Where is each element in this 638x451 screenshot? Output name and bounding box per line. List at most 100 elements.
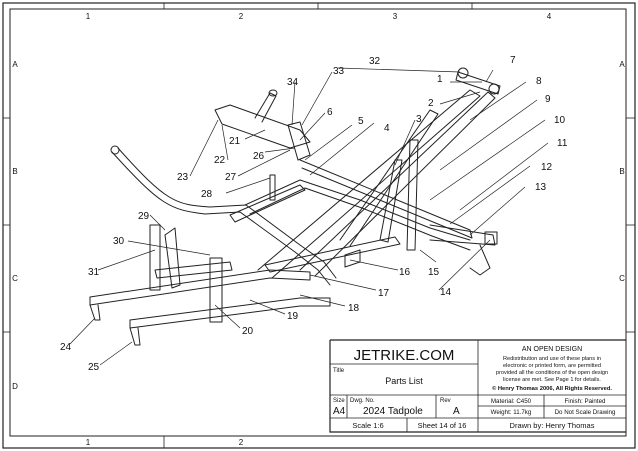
callout-16: 16 — [399, 267, 411, 278]
callout-28: 28 — [201, 189, 213, 200]
callout-30: 30 — [113, 236, 125, 247]
dwg-no-label: Dwg. No. — [350, 398, 375, 404]
license-line-4: license are met. See Page 1 for details. — [503, 377, 601, 383]
trike-frame — [89, 67, 501, 346]
upright-left — [149, 224, 161, 291]
lower-rail-left — [89, 269, 311, 306]
callout-12: 12 — [541, 162, 553, 173]
callout-17: 17 — [378, 288, 390, 299]
handlebar-end — [268, 89, 278, 97]
zone-label-left-A: A — [12, 60, 18, 69]
weight-value: Weight: 11.7kg — [491, 409, 532, 416]
callout-10: 10 — [554, 115, 566, 126]
rev-label: Rev — [440, 398, 451, 404]
lower-rail-right — [129, 297, 331, 329]
lower-clamp — [344, 249, 361, 268]
callout-20: 20 — [242, 326, 254, 337]
callout-13: 13 — [535, 182, 547, 193]
zone-label-right-B: B — [619, 167, 624, 176]
front-tube-end — [110, 145, 120, 155]
callout-5: 5 — [358, 116, 364, 127]
zone-label-left-C: C — [12, 274, 18, 283]
seat-stay-2 — [299, 91, 496, 277]
license-line-1: Redistribution and use of these plans in — [503, 356, 601, 362]
size-label: Size — [333, 398, 345, 404]
sheet-value: Sheet 14 of 16 — [418, 421, 467, 430]
leader-lines — [69, 67, 549, 366]
zone-dividers — [3, 3, 635, 448]
callout-34: 34 — [287, 77, 299, 88]
callout-15: 15 — [428, 267, 440, 278]
upright-right — [209, 257, 223, 323]
callout-27: 27 — [225, 172, 237, 183]
zone-label-bottom-2: 2 — [239, 438, 244, 447]
axle-bracket — [484, 231, 498, 245]
handlebar-post — [254, 92, 277, 123]
copyright: © Henry Thomas 2006, All Rights Reserved… — [492, 385, 612, 392]
callout-26: 26 — [253, 151, 265, 162]
finish-value: Finish: Painted — [565, 398, 606, 405]
lower-diagonal — [264, 236, 401, 273]
zone-label-top-1: 1 — [86, 12, 91, 21]
zone-label-right-C: C — [619, 274, 625, 283]
seat-brace — [229, 184, 306, 223]
callout-19: 19 — [287, 311, 299, 322]
handlebar-mount — [214, 104, 311, 149]
zone-label-top-3: 3 — [393, 12, 398, 21]
drawing-title: Parts List — [385, 376, 423, 386]
callout-3: 3 — [416, 114, 422, 125]
callout-18: 18 — [348, 303, 360, 314]
callout-23: 23 — [177, 172, 189, 183]
callout-22: 22 — [214, 155, 226, 166]
callout-29: 29 — [138, 211, 150, 222]
callout-33: 33 — [333, 66, 345, 77]
callouts: 1 2 3 4 5 6 7 8 9 10 11 12 13 14 15 16 1… — [60, 55, 568, 373]
callout-9: 9 — [545, 94, 551, 105]
upright-crossbar — [154, 261, 233, 279]
brand-title: JETRIKE.COM — [354, 347, 455, 364]
axle-mount — [429, 224, 496, 246]
size-value: A4 — [333, 406, 346, 417]
center-tower — [379, 159, 403, 243]
boom-top — [244, 179, 471, 241]
callout-25: 25 — [88, 362, 100, 373]
license-line-2: electronic or printed form, are permitte… — [503, 363, 601, 369]
zone-label-top-4: 4 — [547, 12, 552, 21]
callout-21: 21 — [229, 136, 241, 147]
front-tube-upper — [111, 151, 331, 286]
drop-out — [469, 244, 491, 276]
rail-foot-right — [129, 327, 141, 346]
zone-label-left-D: D — [12, 382, 18, 391]
license-line-3: provided all the conditions of the open … — [496, 370, 608, 376]
zone-label-bottom-1: 1 — [86, 438, 91, 447]
seat-stay-3 — [339, 109, 439, 247]
dwg-no-value: 2024 Tadpole — [363, 406, 423, 417]
callout-32: 32 — [369, 56, 381, 67]
callout-24: 24 — [60, 342, 72, 353]
callout-2: 2 — [428, 98, 434, 109]
callout-6: 6 — [327, 107, 333, 118]
callout-8: 8 — [536, 76, 542, 87]
drawn-by: Drawn by: Henry Thomas — [510, 421, 595, 430]
tower-post — [406, 139, 419, 251]
top-crossbar — [455, 71, 501, 95]
crossbar-end-left — [457, 67, 469, 79]
rear-cross-member — [299, 159, 473, 239]
zone-label-top-2: 2 — [239, 12, 244, 21]
crossbar-end-right — [488, 83, 500, 95]
zone-label-right-A: A — [619, 60, 625, 69]
scale-value: Scale 1:6 — [352, 421, 383, 430]
callout-7: 7 — [510, 55, 516, 66]
callout-31: 31 — [88, 267, 100, 278]
seat-strut — [269, 174, 276, 201]
title-label: Title — [333, 368, 345, 374]
no-scale-note: Do Not Scale Drawing — [555, 409, 616, 416]
upright-brace — [164, 227, 181, 289]
rail-foot-left — [89, 304, 101, 321]
title-block: JETRIKE.COM Title Parts List Size A4 Dwg… — [329, 339, 626, 433]
zone-label-left-B: B — [12, 167, 17, 176]
open-design-heading: AN OPEN DESIGN — [522, 346, 582, 353]
